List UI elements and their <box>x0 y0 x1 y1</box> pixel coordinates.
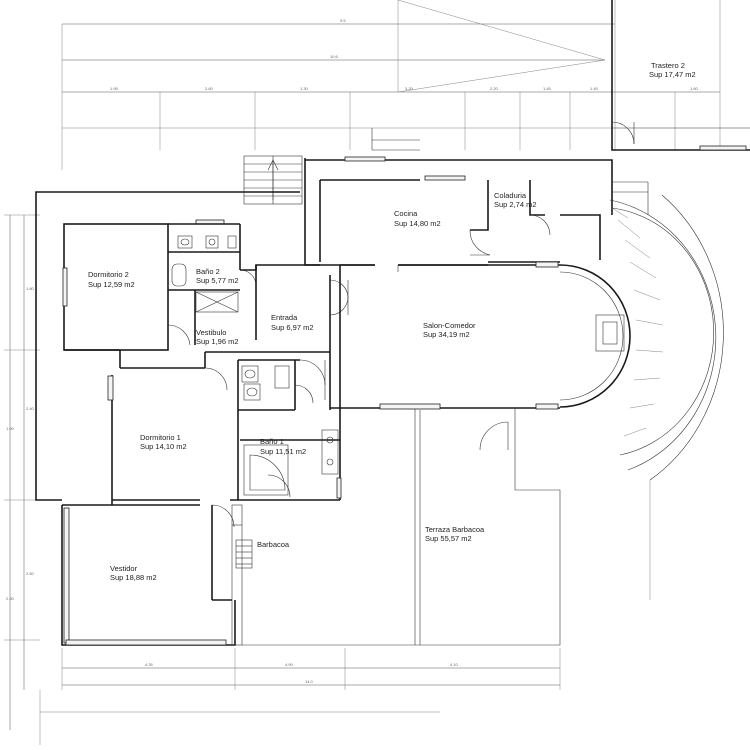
dim-bottom-c: 4.10 <box>450 662 459 667</box>
room-area-coladuria: Sup 2,74 m2 <box>494 200 537 209</box>
room-name-barbacoa: Barbacoa <box>257 540 290 549</box>
room-name-terraza-barbacoa: Terraza Barbacoa <box>425 525 485 534</box>
room-area-salon-comedor: Sup 34,19 m2 <box>423 330 470 339</box>
dim-top-3-f: 1.45 <box>543 86 552 91</box>
room-name-bano-2: Baño 2 <box>196 267 220 276</box>
room-area-terraza-barbacoa: Sup 55,57 m2 <box>425 534 472 543</box>
dim-top-3-h: 1.60 <box>690 86 699 91</box>
dim-top-3-g: 1.45 <box>590 86 599 91</box>
left-dimension-lines: 1.80 2.40 2.60 1.90 2.30 <box>4 214 40 730</box>
stairs <box>243 128 420 205</box>
room-name-cocina: Cocina <box>394 209 418 218</box>
room-name-vestibulo: Vestibulo <box>196 328 226 337</box>
dim-top-3-a: 1.95 <box>110 86 119 91</box>
room-name-bano-1: Baño 1 <box>260 437 284 446</box>
dim-bottom-a: 4.35 <box>145 662 154 667</box>
dim-top-3-b: 2.60 <box>205 86 214 91</box>
dim-left-e: 2.30 <box>6 596 15 601</box>
dim-bottom-total: 14.0 <box>305 679 314 684</box>
room-name-trastero: Trastero 2 <box>651 61 685 70</box>
room-area-bano-2: Sup 5,77 m2 <box>196 276 239 285</box>
dim-top-3-e: 2.20 <box>490 86 499 91</box>
room-area-dormitorio-2: Sup 12,59 m2 <box>88 280 135 289</box>
room-name-coladuria: Coladuria <box>494 191 527 200</box>
top-dimension-lines: 9.5 10.6 1.95 2.60 1.30 3.20 2.20 1.45 1… <box>61 0 721 170</box>
dim-top-3-d: 3.20 <box>405 86 414 91</box>
building-walls <box>35 156 631 646</box>
dim-left-b: 2.40 <box>26 406 35 411</box>
room-name-vestidor: Vestidor <box>110 564 138 573</box>
room-name-entrada: Entrada <box>271 313 298 322</box>
room-name-dormitorio-2: Dormitorio 2 <box>88 270 129 279</box>
dim-left-d: 1.90 <box>6 426 15 431</box>
room-area-bano-1: Sup 11,51 m2 <box>260 447 306 456</box>
dim-bottom-b: 4.90 <box>285 662 294 667</box>
dim-top-1: 9.5 <box>340 18 346 23</box>
curved-terrace <box>609 194 724 600</box>
room-area-vestibulo: Sup 1,96 m2 <box>196 337 239 346</box>
dim-left-a: 1.80 <box>26 286 35 291</box>
trastero-walls <box>611 0 750 215</box>
room-area-dormitorio-1: Sup 14,10 m2 <box>140 442 187 451</box>
room-area-trastero: Sup 17,47 m2 <box>649 70 696 79</box>
room-area-cocina: Sup 14,80 m2 <box>394 219 441 228</box>
dim-left-c: 2.60 <box>26 571 35 576</box>
bottom-dimension-lines: 4.35 4.90 4.10 14.0 <box>39 648 561 745</box>
room-labels: Trastero 2 Sup 17,47 m2 Cocina Sup 14,80… <box>88 61 696 582</box>
dim-top-3-c: 1.30 <box>300 86 309 91</box>
room-area-entrada: Sup 6,97 m2 <box>271 323 314 332</box>
room-name-dormitorio-1: Dormitorio 1 <box>140 433 181 442</box>
room-area-vestidor: Sup 18,88 m2 <box>110 573 157 582</box>
room-name-salon-comedor: Salon-Comedor <box>423 321 476 330</box>
dim-top-2: 10.6 <box>330 54 339 59</box>
